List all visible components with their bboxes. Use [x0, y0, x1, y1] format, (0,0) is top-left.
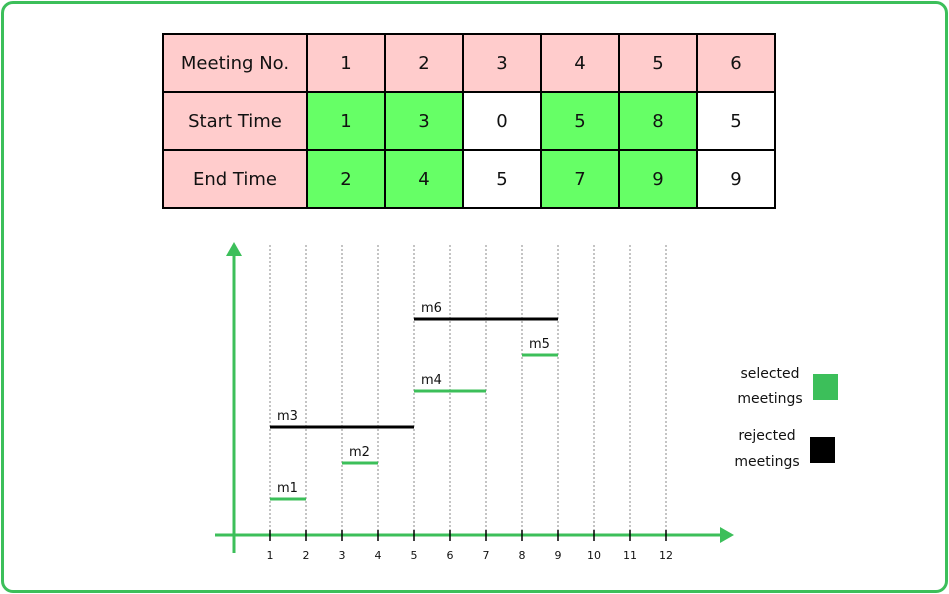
table-cell: 1 [306, 33, 386, 93]
table-cell: 5 [618, 33, 698, 93]
x-tick-label: 12 [659, 549, 673, 562]
meeting-label-m2: m2 [349, 445, 370, 460]
table-cell: 5 [696, 91, 776, 151]
grid-lines [269, 245, 667, 535]
x-tick-label: 7 [483, 549, 490, 562]
meeting-label-m1: m1 [277, 481, 298, 496]
x-tick-label: 3 [339, 549, 346, 562]
table-cell: 3 [384, 91, 464, 151]
meeting-bars: m1 m2 m3 m4 m5 m6 [270, 301, 558, 501]
table-cell: 4 [384, 149, 464, 209]
meeting-label-m3: m3 [277, 409, 298, 424]
legend-selected-swatch [813, 374, 838, 400]
row-header: Start Time [162, 91, 308, 151]
y-axis-arrow [226, 242, 242, 256]
meeting-label-m6: m6 [421, 301, 442, 316]
table-cell: 7 [540, 149, 620, 209]
meeting-label-m4: m4 [421, 373, 442, 388]
x-tick-label: 2 [303, 549, 310, 562]
table-cell: 8 [618, 91, 698, 151]
axes [215, 242, 734, 553]
table-cell: 9 [696, 149, 776, 209]
x-tick-label: 4 [375, 549, 382, 562]
legend-selected-label-1: selected [740, 366, 799, 382]
x-axis-arrow [720, 527, 734, 543]
legend: selected meetings rejected meetings [734, 366, 838, 470]
row-header: Meeting No. [162, 33, 308, 93]
x-tick-label: 8 [519, 549, 526, 562]
x-tick-label: 1 [267, 549, 274, 562]
legend-rejected-swatch [810, 437, 835, 463]
table-cell: 6 [696, 33, 776, 93]
x-tick-label: 6 [447, 549, 454, 562]
table-cell: 9 [618, 149, 698, 209]
x-tick-label: 5 [411, 549, 418, 562]
table-cell: 1 [306, 91, 386, 151]
table-cell: 5 [462, 149, 542, 209]
legend-rejected-label-1: rejected [738, 428, 795, 444]
table-cell: 2 [384, 33, 464, 93]
x-tick-label: 10 [587, 549, 601, 562]
table-cell: 0 [462, 91, 542, 151]
x-tick-label: 11 [623, 549, 637, 562]
legend-rejected-label-2: meetings [734, 454, 799, 470]
table-cell: 3 [462, 33, 542, 93]
row-header: End Time [162, 149, 308, 209]
table-cell: 5 [540, 91, 620, 151]
x-tick-label: 9 [555, 549, 562, 562]
table-cell: 2 [306, 149, 386, 209]
table-cell: 4 [540, 33, 620, 93]
meeting-label-m5: m5 [529, 337, 550, 352]
legend-selected-label-2: meetings [737, 391, 802, 407]
